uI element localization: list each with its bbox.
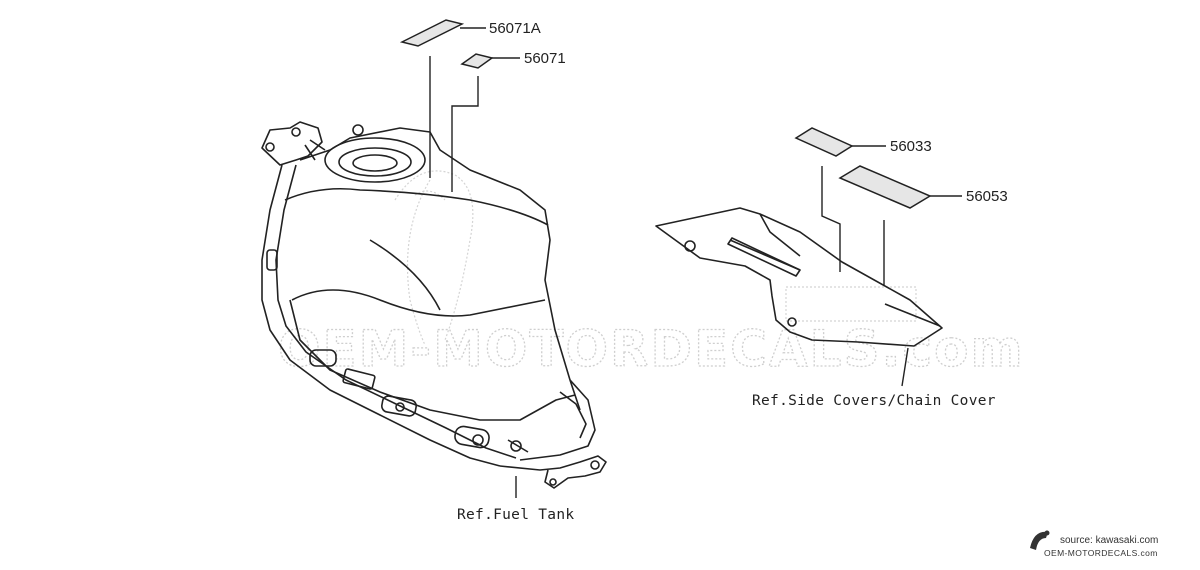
source-line: source: kawasaki.com <box>1060 535 1158 546</box>
watermark: OEM-MOTORDECALS.com <box>277 170 1025 379</box>
source-credit: source: kawasaki.com OEM-MOTORDECALS.com <box>1030 530 1158 558</box>
leader-lines <box>429 27 962 498</box>
ref-fuel-tank-label: Ref.Fuel Tank <box>457 507 574 523</box>
label-56033: 56033 <box>890 138 932 155</box>
fuel-tank-drawing <box>261 121 607 489</box>
label-56053: 56053 <box>966 188 1008 205</box>
decal-parts <box>399 19 932 209</box>
source-logo-icon <box>1030 530 1050 550</box>
label-56071: 56071 <box>524 50 566 67</box>
reference-labels: Ref.Side Covers/Chain Cover Ref.Fuel Tan… <box>457 393 996 523</box>
decal-56053-shape <box>838 165 932 209</box>
decal-56033-shape <box>794 127 854 157</box>
label-56071a: 56071A <box>489 20 541 37</box>
source-brand: OEM-MOTORDECALS.com <box>1044 548 1158 558</box>
decal-56071-shape <box>460 53 494 69</box>
ref-side-covers-label: Ref.Side Covers/Chain Cover <box>752 393 996 409</box>
side-cover-drawing <box>655 207 943 347</box>
watermark-logo-icon <box>394 170 917 346</box>
watermark-text: OEM-MOTORDECALS.com <box>278 320 1025 378</box>
part-labels: 56071A 56071 56033 56053 <box>489 20 1008 205</box>
decal-56071a-shape <box>399 19 465 47</box>
